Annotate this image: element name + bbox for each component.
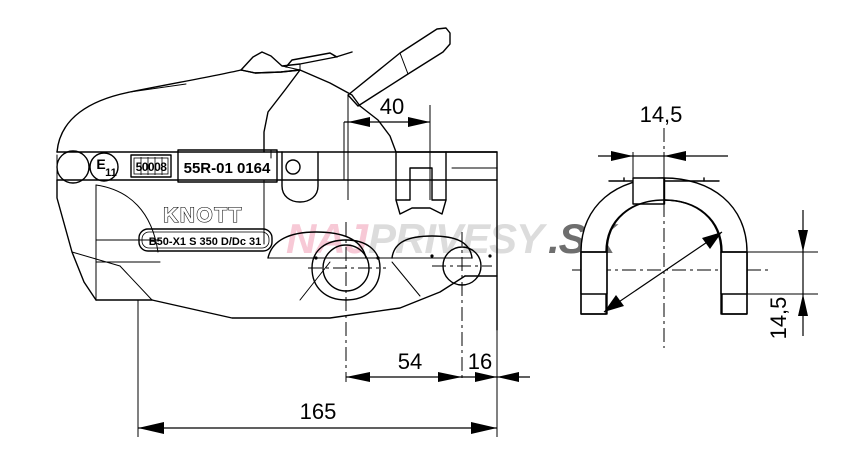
watermark-part-privesy: PRIVESY <box>368 215 548 262</box>
dimension-16-text: 16 <box>468 349 492 374</box>
emark-circle <box>89 152 119 182</box>
emark-letter: E <box>96 156 105 172</box>
section-view: 14,5 14,5 <box>572 102 818 348</box>
type-plate: B50-X1 S 350 D/Dc 31 <box>138 228 273 252</box>
housing-lower-left <box>56 179 161 301</box>
mounting-hole-left <box>308 222 386 382</box>
dimension-165-text: 165 <box>300 399 337 424</box>
brand-label: KNOTT <box>163 204 243 227</box>
section-leg-right-plain <box>720 251 748 295</box>
bolt-boss <box>263 149 319 203</box>
handle-lever <box>347 27 451 107</box>
section-leg-left-plain <box>580 251 608 295</box>
socket-section <box>395 151 447 215</box>
approval-box: 50008 <box>130 154 172 178</box>
dimension-section-height-text: 14,5 <box>766 297 791 340</box>
bolt-hole <box>285 159 301 175</box>
blank-circle-mark <box>56 150 90 184</box>
bore-diameter-arrow <box>603 231 723 313</box>
dimension-section-height: 14,5 <box>747 210 818 339</box>
dimension-54: 54 <box>346 349 462 382</box>
dimension-54-text: 54 <box>398 349 422 374</box>
approval-box-number: 50008 <box>136 160 168 174</box>
side-view: E 11 50008 55R-01 0164 <box>56 27 498 382</box>
dimension-section-width: 14,5 <box>598 102 728 200</box>
emark-number: 11 <box>105 167 117 179</box>
dimension-40: 40 <box>343 94 431 200</box>
dimension-16: 16 <box>462 330 530 390</box>
dimension-section-width-text: 14,5 <box>640 102 683 127</box>
mounting-flange <box>359 105 498 331</box>
emark-group: E 11 <box>56 150 119 184</box>
mounting-hole-right <box>432 232 492 382</box>
dimension-40-text: 40 <box>380 94 404 119</box>
type-plate-text: B50-X1 S 350 D/Dc 31 <box>149 236 262 248</box>
dimension-165: 165 <box>137 300 498 437</box>
approval-code-plate: 55R-01 0164 <box>177 149 278 183</box>
approval-code-text: 55R-01 0164 <box>184 160 271 177</box>
